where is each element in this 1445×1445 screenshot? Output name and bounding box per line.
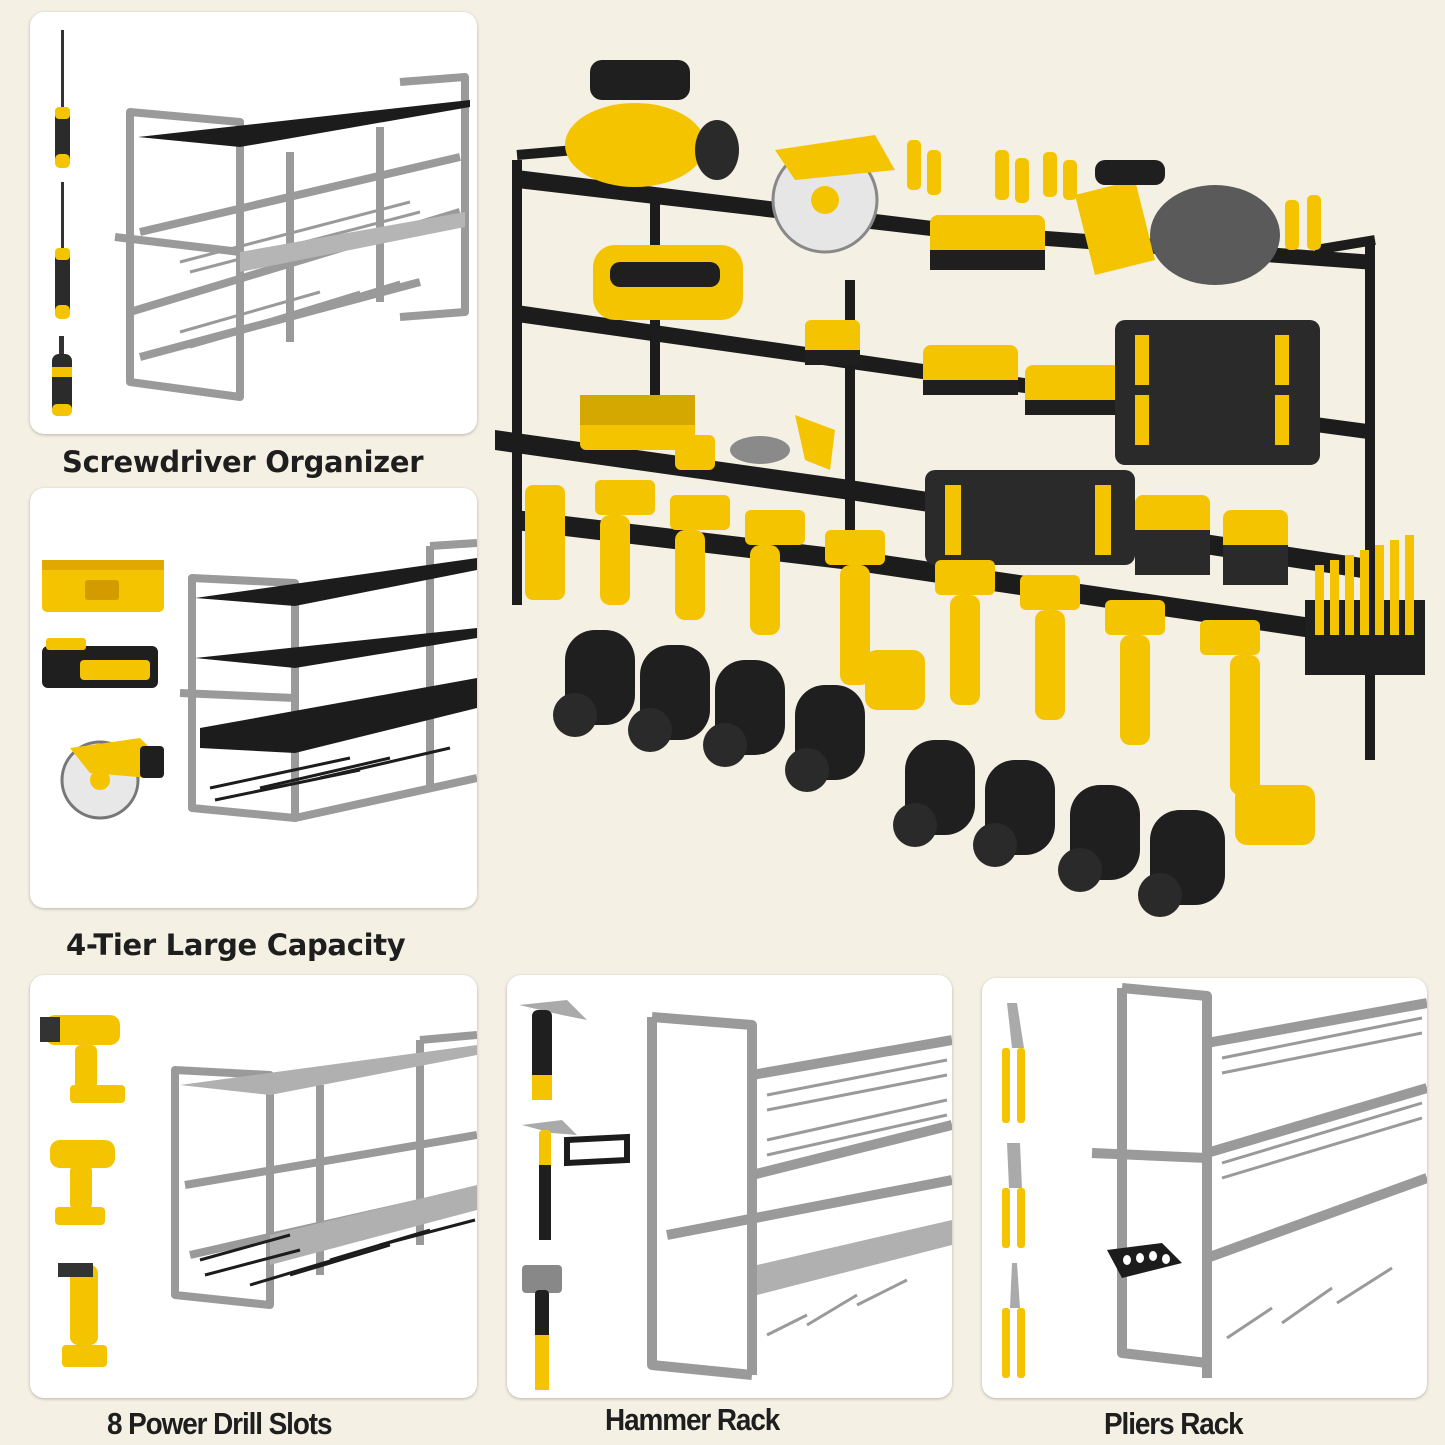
drill-icon-8	[1138, 620, 1315, 917]
storage-box-icon	[580, 395, 695, 450]
panel-pliers-rack	[982, 978, 1427, 1398]
tool-case-icon	[925, 470, 1135, 565]
claw-hammer-icon	[519, 1000, 587, 1100]
caption-4-tier-capacity: 4-Tier Large Capacity	[66, 928, 406, 962]
framing-hammer-icon	[522, 1120, 577, 1240]
hero-rack-with-tools	[495, 60, 1425, 917]
screwdriver-stubby-icon	[52, 336, 72, 416]
sledge-hammer-icon	[522, 1265, 562, 1390]
rack-illustration	[42, 539, 477, 822]
panel-4-tier-capacity	[30, 488, 477, 908]
drill-icon-1	[553, 480, 655, 737]
caption-hammer-rack: Hammer Rack	[605, 1402, 780, 1437]
rack-illustration	[40, 1015, 477, 1367]
lineman-pliers-icon	[1002, 1143, 1025, 1248]
drill-icon-2	[628, 495, 730, 752]
hammer-drill-icon	[40, 1015, 125, 1103]
screws-pile-icon	[730, 436, 790, 464]
drill-icon-4	[785, 530, 925, 792]
tape-measure-icon	[675, 435, 715, 470]
battery-charger-icon	[930, 215, 1045, 270]
panel-hammer-rack	[507, 975, 952, 1398]
battery-charger-icon	[1135, 495, 1288, 585]
yellow-tube-icon	[525, 485, 565, 600]
battery-icon	[805, 320, 860, 365]
leaf-blower-icon	[565, 60, 739, 187]
circular-saw-icon	[60, 738, 164, 820]
rack-illustration	[52, 30, 470, 416]
impact-driver-icon	[50, 1140, 115, 1225]
drill-icon-5	[893, 560, 995, 847]
rack-illustration	[519, 1000, 952, 1390]
glue-gun-icon	[795, 415, 835, 470]
screwdriver-medium-icon	[55, 182, 70, 319]
caption-8-drill-slots: 8 Power Drill Slots	[107, 1406, 333, 1441]
toolbox-icon	[42, 560, 164, 612]
pliers-holder-icon	[1305, 535, 1425, 675]
drill-icon-3	[703, 510, 805, 767]
drill-row-icons	[553, 480, 1315, 917]
circular-saw-icon	[771, 135, 895, 254]
right-angle-drill-icon	[58, 1263, 107, 1367]
caption-screwdriver-organizer: Screwdriver Organizer	[62, 445, 424, 479]
handheld-vacuum-icon	[1075, 160, 1280, 285]
panel-screwdriver-organizer	[30, 12, 477, 434]
oscillating-tool-icon	[593, 245, 743, 320]
needle-nose-pliers-icon	[1002, 1263, 1025, 1378]
screwdriver-set-icon	[907, 140, 1321, 250]
battery-pair-icon	[923, 345, 1120, 415]
caption-pliers-rack: Pliers Rack	[1104, 1406, 1244, 1441]
rack-illustration	[1002, 983, 1427, 1378]
drill-icon-6	[973, 575, 1080, 867]
panel-8-drill-slots	[30, 975, 477, 1398]
drill-icon-7	[1058, 600, 1165, 892]
tool-case-stack-icon	[1115, 320, 1320, 465]
groove-joint-pliers-icon	[1002, 1003, 1025, 1123]
screwdriver-long-icon	[55, 30, 70, 168]
battery-icon	[42, 638, 158, 688]
